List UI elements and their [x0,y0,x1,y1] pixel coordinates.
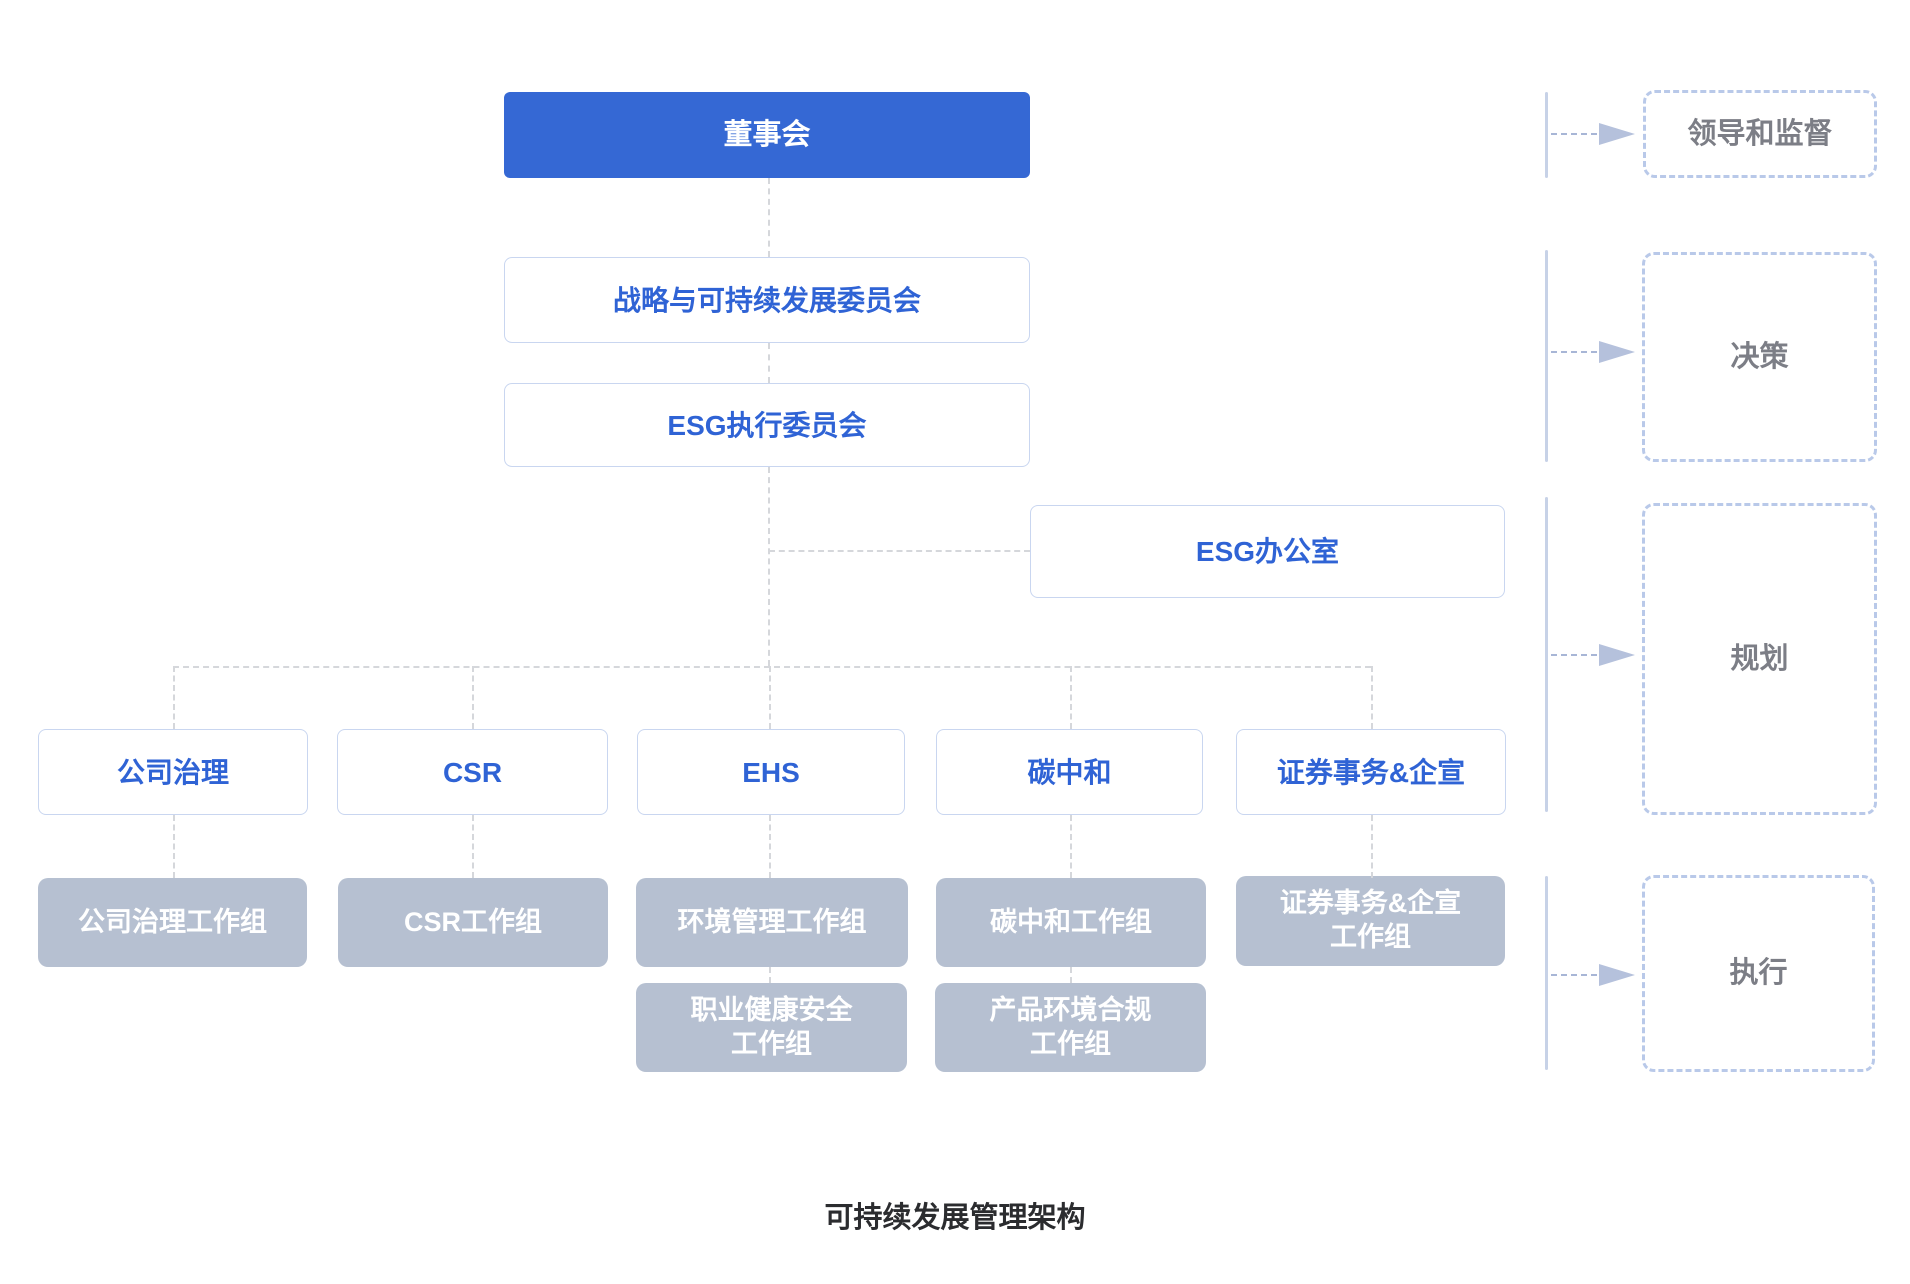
connector-ehs-to-workgroup [769,815,771,878]
arrow-line-decision [1551,351,1597,353]
connector-board-to-strategy [768,178,770,257]
node-committee-strategy-sustainability: 战略与可持续发展委员会 [504,257,1030,343]
connector-drop-securities [1371,666,1373,729]
node-division-csr: CSR [337,729,608,815]
arrow-line-execution [1551,974,1597,976]
node-division-securities-pr: 证券事务&企宣 [1236,729,1506,815]
rail-leadership [1545,92,1548,178]
diagram-title: 可持续发展管理架构 [824,1202,1086,1234]
connector-governance-to-workgroup [173,815,175,878]
arrow-right-icon [1599,341,1635,363]
connector-csr-to-workgroup [472,815,474,878]
stage-leadership-supervision: 领导和监督 [1643,90,1877,178]
stage-execution: 执行 [1642,875,1875,1072]
node-workgroup-occupational-health-safety: 职业健康安全 工作组 [636,983,907,1072]
rail-decision [1545,250,1548,462]
connector-strategy-to-esg-exec [768,343,770,383]
node-workgroup-securities-pr: 证券事务&企宣 工作组 [1236,876,1505,966]
connector-esg-exec-down [768,467,770,666]
node-workgroup-product-env-compliance: 产品环境合规 工作组 [935,983,1206,1072]
node-division-corporate-governance: 公司治理 [38,729,308,815]
connector-drop-governance [173,666,175,729]
stage-planning: 规划 [1642,503,1877,815]
connector-divisions-bus [173,666,1371,668]
arrow-right-icon [1599,123,1635,145]
arrow-right-icon [1599,964,1635,986]
node-workgroup-environment-management: 环境管理工作组 [636,878,908,967]
rail-planning [1545,497,1548,812]
node-board: 董事会 [504,92,1030,178]
connector-drop-csr [472,666,474,729]
node-committee-esg-executive: ESG执行委员会 [504,383,1030,467]
rail-execution [1545,876,1548,1070]
arrow-right-icon [1599,644,1635,666]
node-workgroup-csr: CSR工作组 [338,878,608,967]
node-esg-office: ESG办公室 [1030,505,1505,598]
arrow-line-planning [1551,654,1597,656]
node-workgroup-corporate-governance: 公司治理工作组 [38,878,307,967]
connector-drop-ehs [769,666,771,729]
connector-carbon-to-compliance-workgroup [1070,967,1072,983]
arrow-line-leadership [1551,133,1597,135]
connector-env-to-ohs-workgroup [769,967,771,983]
connector-carbon-to-workgroup [1070,815,1072,878]
connector-branch-esg-office [769,550,1030,552]
node-division-carbon-neutrality: 碳中和 [936,729,1203,815]
node-workgroup-carbon-neutrality: 碳中和工作组 [936,878,1206,967]
connector-drop-carbon [1070,666,1072,729]
stage-decision: 决策 [1642,252,1877,462]
connector-securities-to-workgroup [1371,815,1373,878]
node-division-ehs: EHS [637,729,905,815]
